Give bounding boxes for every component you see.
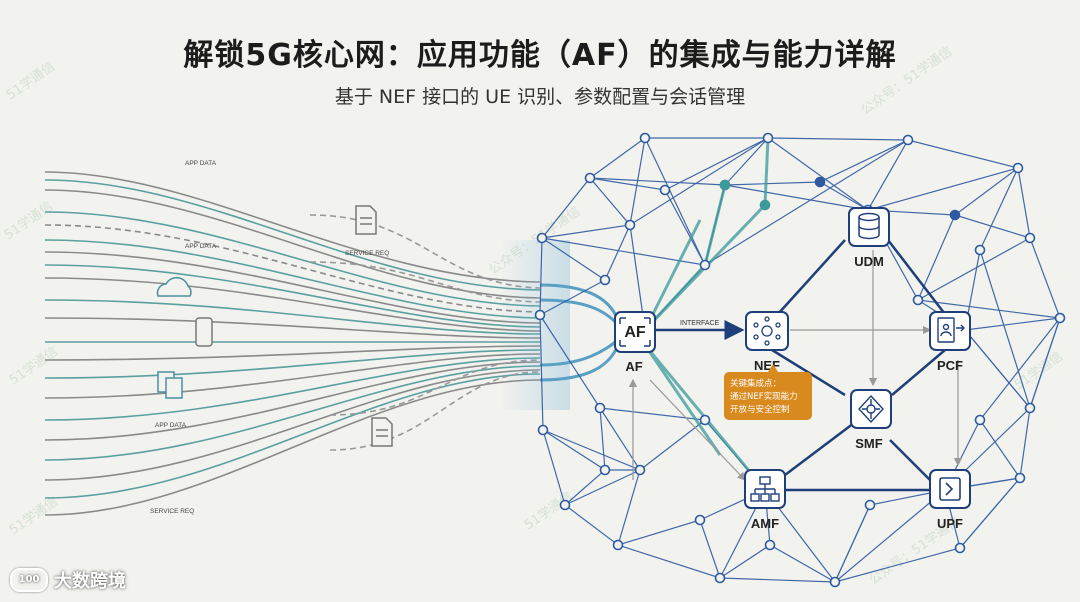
phone-icon [195,317,213,347]
callout-line-3: 开放与安全控制 [730,404,790,415]
page-subtitle: 基于 NEF 接口的 UE 识别、参数配置与会话管理 [334,86,746,108]
database-icon [858,212,880,240]
policy-icon [937,317,965,343]
flow-label-service-req: SERVICE REQ [150,508,194,515]
brand-logo-icon: 100 [10,568,48,592]
nef-node[interactable] [745,311,789,351]
af-label: AF [625,359,642,374]
data-flow-lines [44,171,541,516]
smf-node[interactable] [850,389,892,429]
udm-node[interactable] [848,207,890,247]
glow-band [500,240,570,410]
callout-line-2: 通过NEF实现能力 [730,391,798,402]
pcf-label: PCF [937,358,963,373]
hierarchy-icon [750,476,780,502]
upf-node[interactable] [929,469,971,509]
amf-label: AMF [751,516,779,531]
core-links [628,239,963,492]
flow-label-app-data: APP DATA [155,422,187,429]
flow-label-app-data: APP DATA [185,243,217,250]
document-icon [371,417,393,447]
mesh-nodes [534,132,1066,588]
smf-label: SMF [855,436,883,451]
document-icon [355,205,377,235]
flow-label-service-req: SERVICE REQ [345,250,389,257]
cloud-icon [156,276,192,297]
hub-icon [753,316,781,346]
brand-name: 大数跨境 [54,571,126,592]
upf-label: UPF [937,516,963,531]
interface-label: INTERFACE [680,320,720,327]
af-icon-text: AF [624,324,646,341]
integration-callout: 关键集成点： 通过NEF实现能力 开放与安全控制 [724,364,812,420]
brand-watermark: 100 大数跨境 [10,567,126,593]
af-node[interactable]: AF [614,311,656,353]
amf-node[interactable] [744,469,786,509]
mesh-lines [539,137,1061,583]
callout-line-1: 关键集成点： [730,378,781,389]
page-title: 解锁5G核心网：应用功能（AF）的集成与能力详解 [183,38,897,73]
forward-icon [939,477,961,501]
udm-label: UDM [854,254,884,269]
pcf-node[interactable] [929,311,971,351]
session-icon [858,394,884,424]
flow-label-app-data: APP DATA [185,160,217,167]
document-icon [157,371,183,399]
